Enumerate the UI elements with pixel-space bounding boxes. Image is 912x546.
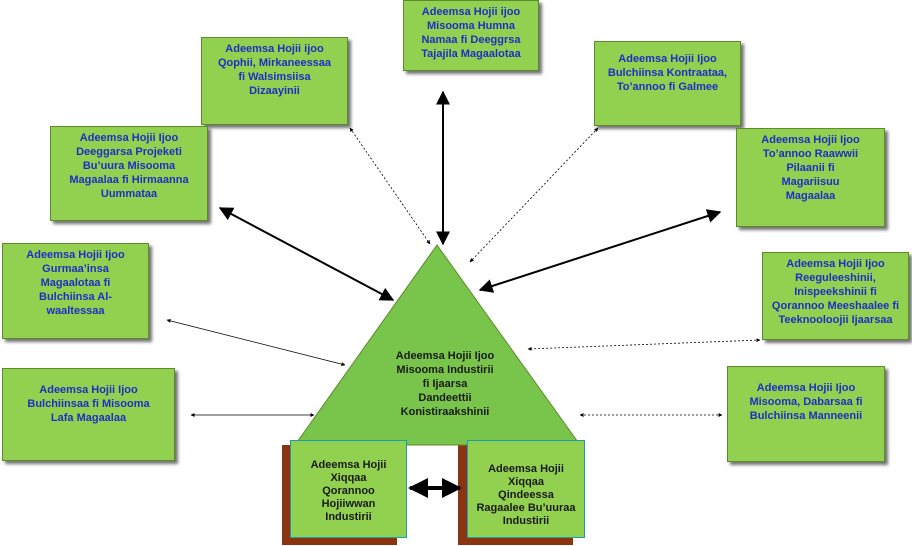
box-left-middle-label: Adeemsa Hojii Ijoo Gurmaa’insa Magaalota… <box>26 249 125 317</box>
arrow-top-right <box>469 127 599 263</box>
base-box-left: Adeemsa Hojii Xiqqaa Qorannoo Hojiiwwan … <box>290 440 407 538</box>
box-right-upper: Adeemsa Hojii Ijoo To’annoo Raawwii Pila… <box>736 128 885 227</box>
box-right-middle-label: Adeemsa Hojii Ijoo Reeguleeshinii, Inisp… <box>771 258 900 326</box>
arrow-top-left <box>349 127 431 245</box>
box-left-upper-label: Adeemsa Hojii Ijoo Deeggarsa Projeketi B… <box>69 132 189 200</box>
box-left-lower: Adeemsa Hojii Ijoo Bulchiinsaa fi Misoom… <box>2 368 175 461</box>
central-triangle <box>294 244 581 446</box>
box-right-middle: Adeemsa Hojii Ijoo Reeguleeshinii, Inisp… <box>762 252 909 340</box>
box-top-left-label: Adeemsa Hojii ijoo Qophii, Mirkaneessaa … <box>217 43 332 97</box>
box-left-lower-label: Adeemsa Hojii Ijoo Bulchiinsaa fi Misoom… <box>27 384 150 424</box>
box-left-upper: Adeemsa Hojii Ijoo Deeggarsa Projeketi B… <box>50 126 208 221</box>
base-box-right-label: Adeemsa Hojii Xiqqaa Qindeessa Ragaalee … <box>476 463 576 527</box>
arrow-left-middle <box>166 318 346 367</box>
box-right-lower: Adeemsa Hojii Ijoo Misooma, Dabarsaa fi … <box>727 366 885 462</box>
arrow-right-middle <box>527 338 761 351</box>
center-label: Adeemsa Hojii Ijoo Misooma Industirii fi… <box>395 350 495 418</box>
box-right-lower-label: Adeemsa Hojii Ijoo Misooma, Dabarsaa fi … <box>749 382 863 422</box>
box-top-left: Adeemsa Hojii ijoo Qophii, Mirkaneessaa … <box>201 37 348 125</box>
box-top-label: Adeemsa Hojii ijoo Misooma Humna Namaa f… <box>421 6 521 60</box>
box-top-right-label: Adeemsa Hojii Ijoo Bulchiinsa Kontraataa… <box>607 53 728 93</box>
base-box-left-label: Adeemsa Hojii Xiqqaa Qorannoo Hojiiwwan … <box>310 459 387 523</box>
box-left-middle: Adeemsa Hojii Ijoo Gurmaa’insa Magaalota… <box>2 243 149 339</box>
base-box-right: Adeemsa Hojii Xiqqaa Qindeessa Ragaalee … <box>467 440 585 538</box>
arrow-right-upper <box>478 209 722 293</box>
box-top-right: Adeemsa Hojii Ijoo Bulchiinsa Kontraataa… <box>594 41 741 126</box>
box-right-upper-label: Adeemsa Hojii Ijoo To’annoo Raawwii Pila… <box>761 134 860 202</box>
box-top: Adeemsa Hojii ijoo Misooma Humna Namaa f… <box>403 0 539 71</box>
arrow-left-upper <box>218 207 395 301</box>
